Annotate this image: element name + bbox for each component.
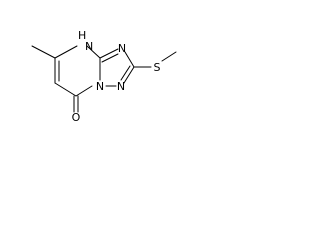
bond-c3a-n3-double — [101, 53, 119, 63]
atom-nitrogen-fused: N — [96, 80, 104, 93]
bond-c3a-n3 — [99, 48, 119, 59]
bond-c7-n8 — [75, 85, 93, 97]
bond-n4-c3a — [86, 45, 101, 59]
atom-labels: H N N N N S O — [72, 29, 161, 123]
atom-nitrogen-ring-right: N — [118, 42, 126, 55]
bond-c2-n1-double — [120, 65, 131, 81]
atom-sulfur: S — [154, 61, 161, 74]
bonds — [31, 45, 177, 113]
molecule-structure-diagram: H N N N N S O — [31, 29, 177, 123]
atom-nh-nitrogen: N — [85, 40, 93, 53]
atom-oxygen: O — [72, 111, 81, 123]
atom-nitrogen-triazole-bottom: N — [117, 80, 125, 93]
atom-nh-hydrogen: H — [78, 29, 86, 42]
bond-methyl — [31, 45, 56, 59]
bond-c2-n1 — [123, 66, 135, 84]
bond-s-ch3 — [161, 51, 177, 62]
bond-n3-c2 — [124, 51, 135, 68]
bond-c5-n4 — [54, 45, 78, 59]
bond-c6-c7 — [54, 82, 77, 97]
